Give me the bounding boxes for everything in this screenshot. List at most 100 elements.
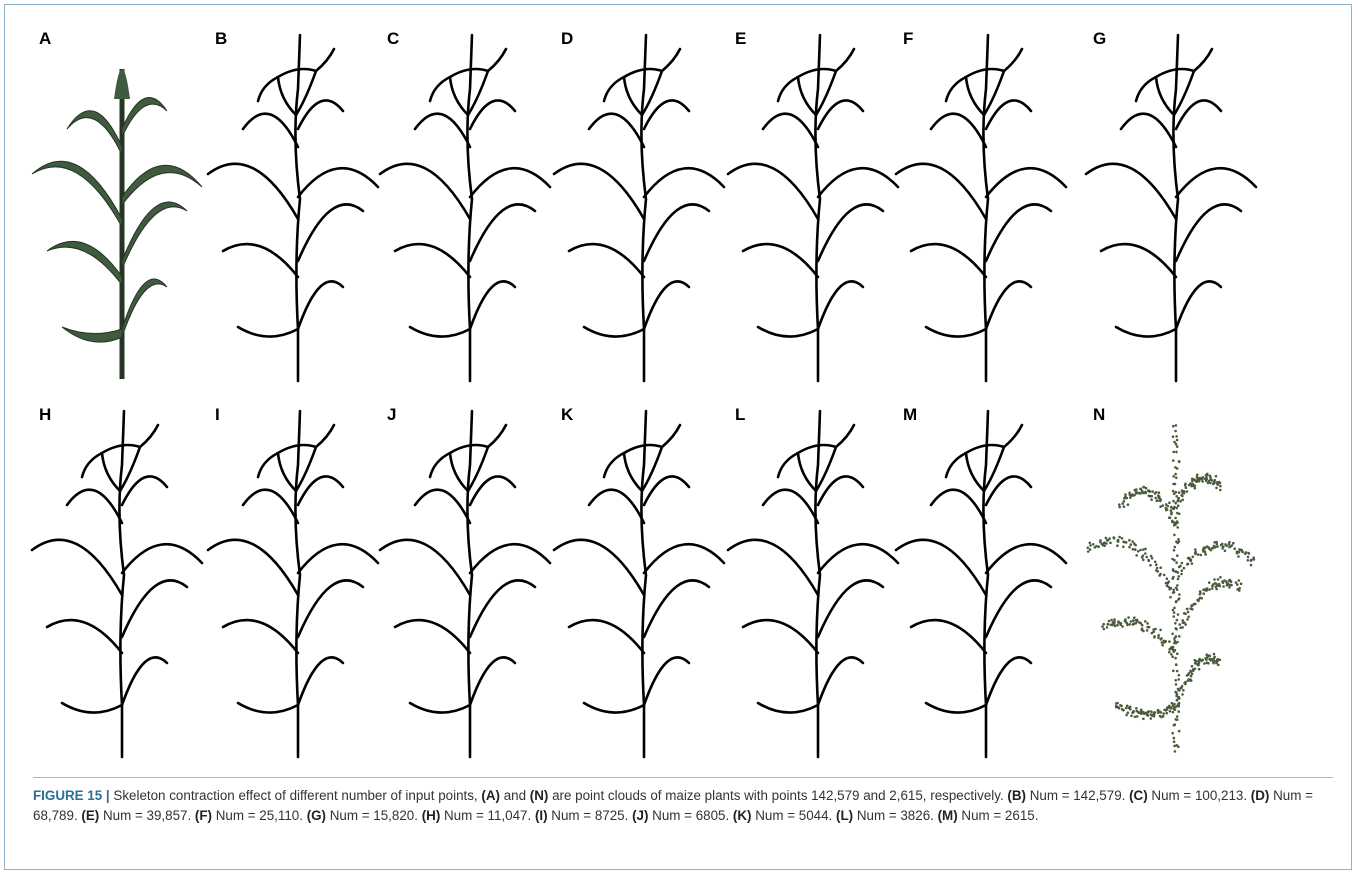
- cloud-point: [1166, 584, 1169, 587]
- cloud-point: [1115, 702, 1118, 705]
- cloud-point: [1158, 491, 1161, 494]
- cloud-point: [1124, 620, 1127, 623]
- skeleton-leaf: [584, 703, 644, 713]
- cloud-point: [1208, 658, 1211, 661]
- skeleton-tassel: [604, 49, 680, 101]
- skeleton-leaf: [298, 476, 343, 505]
- cloud-point: [1225, 580, 1228, 583]
- cloud-point: [1181, 693, 1184, 696]
- caption-item-ref: (K): [733, 808, 752, 823]
- cloud-point: [1161, 644, 1164, 647]
- cloud-point: [1104, 542, 1107, 545]
- cloud-point: [1187, 611, 1190, 614]
- skeleton-leaf: [298, 580, 363, 637]
- cloud-point: [1128, 707, 1131, 710]
- cloud-point: [1176, 445, 1179, 448]
- cloud-point: [1151, 714, 1154, 717]
- skeleton-leaf: [67, 490, 122, 523]
- cloud-point: [1219, 485, 1222, 488]
- cloud-point: [1179, 565, 1182, 568]
- cloud-point: [1176, 554, 1179, 557]
- cloud-point: [1217, 578, 1220, 581]
- cloud-point: [1178, 491, 1181, 494]
- skeleton-tassel: [946, 425, 1022, 477]
- cloud-point: [1216, 658, 1219, 661]
- skeleton-tassel: [430, 425, 506, 477]
- cloud-point: [1188, 557, 1191, 560]
- cloud-point: [1183, 621, 1186, 624]
- maize-skeleton: [891, 29, 1081, 389]
- cloud-point: [1236, 583, 1239, 586]
- cloud-point: [1106, 623, 1109, 626]
- panel-c: C: [375, 29, 565, 399]
- cloud-point: [1142, 492, 1145, 495]
- cloud-point: [1144, 620, 1147, 623]
- cloud-point: [1174, 546, 1177, 549]
- caption-item-ref: (M): [938, 808, 958, 823]
- cloud-point: [1188, 672, 1191, 675]
- cloud-point: [1135, 707, 1138, 710]
- caption-item-ref: (B): [1007, 788, 1026, 803]
- skeleton-leaf: [589, 114, 644, 147]
- cloud-point: [1208, 588, 1211, 591]
- skeleton-leaf: [763, 490, 818, 523]
- cloud-point: [1175, 561, 1178, 564]
- cloud-point: [1171, 521, 1174, 524]
- caption-item-text: Num = 15,820.: [326, 808, 422, 823]
- skeleton-leaf: [62, 703, 122, 713]
- cloud-point: [1170, 509, 1173, 512]
- cloud-point: [1172, 459, 1175, 462]
- skeleton-leaf: [470, 100, 515, 129]
- cloud-point: [1175, 601, 1178, 604]
- skeleton-leaf: [470, 476, 515, 505]
- cloud-point: [1150, 710, 1153, 713]
- cloud-point: [1146, 629, 1149, 632]
- cloud-point: [1118, 503, 1121, 506]
- cloud-point: [1102, 623, 1105, 626]
- cloud-point: [1121, 708, 1124, 711]
- cloud-point: [1152, 628, 1155, 631]
- skeleton-leaf: [569, 244, 644, 277]
- skeleton-leaf: [986, 281, 1031, 329]
- cloud-point: [1216, 481, 1219, 484]
- skeleton-tassel: [82, 425, 158, 477]
- skeleton-leaf: [470, 281, 515, 329]
- cloud-point: [1166, 708, 1169, 711]
- cloud-point: [1175, 477, 1178, 480]
- cloud-point: [1199, 593, 1202, 596]
- skeleton-leaf: [47, 620, 122, 653]
- skeleton-leaf: [223, 244, 298, 277]
- cloud-point: [1172, 475, 1175, 478]
- skeleton-leaf: [238, 327, 298, 337]
- cloud-point: [1236, 551, 1239, 554]
- cloud-point: [1176, 520, 1179, 523]
- skeleton-tassel: [1136, 49, 1212, 101]
- caption-item-text: Num = 25,110.: [212, 808, 307, 823]
- skeleton-leaf: [818, 204, 883, 261]
- skeleton-leaf: [554, 540, 644, 595]
- skeleton-leaf: [818, 168, 898, 197]
- cloud-point: [1173, 703, 1176, 706]
- skeleton-leaf: [1116, 327, 1176, 337]
- cloud-point: [1123, 500, 1126, 503]
- skeleton-leaf: [986, 657, 1031, 705]
- skeleton-leaf: [986, 168, 1066, 197]
- cloud-point: [1181, 499, 1184, 502]
- skeleton-leaf: [395, 244, 470, 277]
- cloud-point: [1151, 557, 1154, 560]
- cloud-point: [1175, 628, 1178, 631]
- cloud-point: [1142, 718, 1145, 721]
- cloud-point: [1173, 706, 1176, 709]
- cloud-point: [1171, 655, 1174, 658]
- cloud-point: [1181, 619, 1184, 622]
- cloud-point: [1196, 476, 1199, 479]
- cloud-point: [1230, 580, 1233, 583]
- cloud-point: [1197, 553, 1200, 556]
- skeleton-leaf: [589, 490, 644, 523]
- cloud-point: [1178, 461, 1181, 464]
- cloud-point: [1155, 563, 1158, 566]
- skeleton-leaf: [818, 657, 863, 705]
- maize-skeleton: [203, 405, 393, 765]
- cloud-point: [1201, 480, 1204, 483]
- caption-item-text: Num = 5044.: [752, 808, 836, 823]
